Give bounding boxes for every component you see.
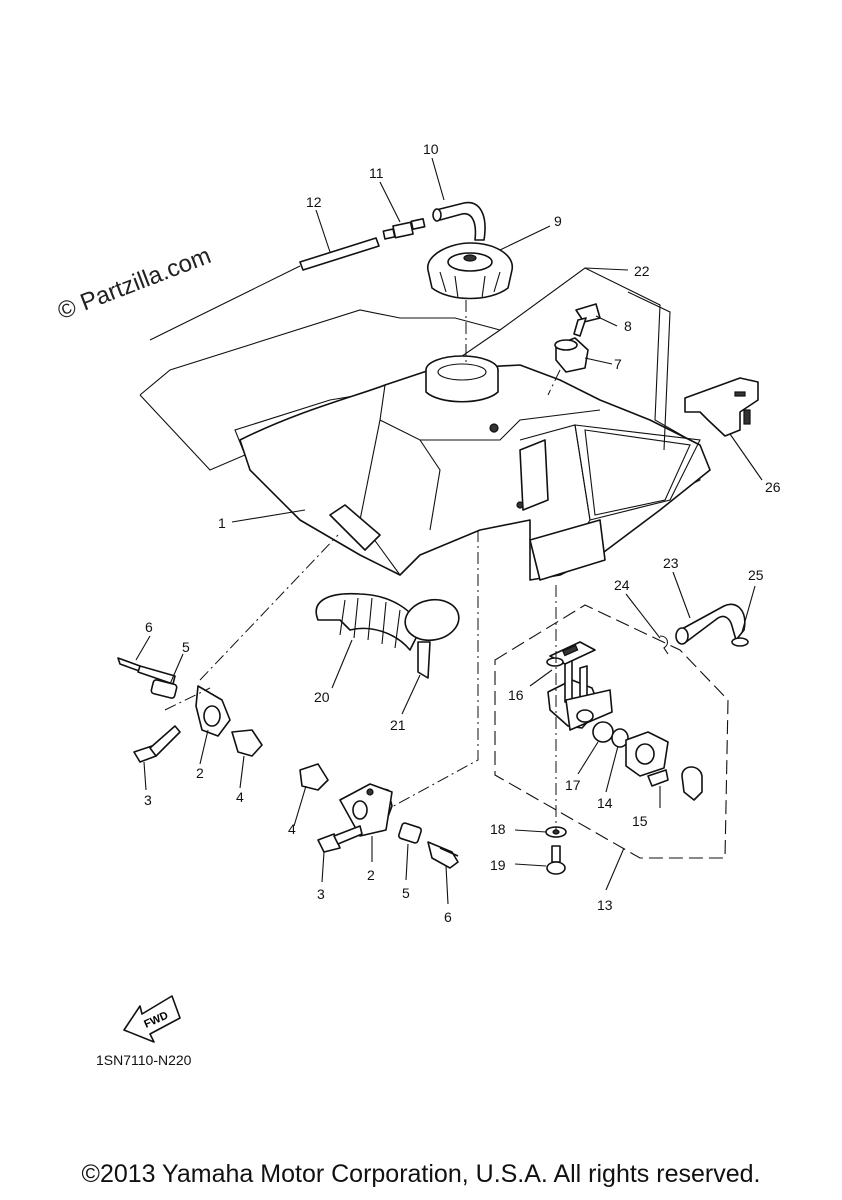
tank-band [404, 598, 460, 679]
callout-10: 10 [423, 141, 439, 157]
fwd-arrow-icon: FWD [123, 995, 181, 1043]
fuel-cock-bolt [546, 845, 566, 875]
fuel-cock-oring [592, 721, 629, 748]
callout-15: 15 [632, 813, 648, 829]
alignment-lines [164, 300, 561, 830]
callout-6a: 6 [145, 619, 153, 635]
breather-joint [382, 218, 426, 240]
right-mount-group [299, 763, 459, 869]
callout-6b: 6 [444, 909, 452, 925]
callout-22: 22 [634, 263, 650, 279]
callout-14: 14 [597, 795, 613, 811]
hose-clamp [731, 637, 749, 647]
callout-16: 16 [508, 687, 524, 703]
callout-2b: 2 [367, 867, 375, 883]
callout-19: 19 [490, 857, 506, 873]
fuel-cock-strainer [546, 641, 596, 667]
callout-17: 17 [565, 777, 581, 793]
fuel-tank [239, 355, 711, 581]
fuel-hose [675, 603, 746, 645]
callout-3b: 3 [317, 886, 325, 902]
hose-clip [659, 635, 669, 655]
fuel-cock [547, 659, 613, 731]
copyright-notice: ©2013 Yamaha Motor Corporation, U.S.A. A… [81, 1160, 761, 1188]
fuel-cock-plate [625, 731, 669, 777]
left-mount-group [117, 657, 263, 763]
tank-decal [584, 429, 691, 516]
callout-26: 26 [765, 479, 781, 495]
callout-12: 12 [306, 194, 322, 210]
callout-21: 21 [390, 717, 406, 733]
tank-bracket [684, 377, 759, 437]
callout-25: 25 [748, 567, 764, 583]
callout-numbers: 1 2 2 3 3 4 4 5 5 6 6 7 8 9 10 11 12 13 … [144, 141, 781, 925]
breather-pipe [149, 237, 380, 341]
callout-9: 9 [554, 213, 562, 229]
callout-4b: 4 [288, 821, 296, 837]
fuel-cock-assembly-boundary [494, 604, 729, 859]
callout-5b: 5 [402, 885, 410, 901]
fuel-cock-lever [681, 766, 703, 801]
tank-cushion [554, 337, 589, 373]
callout-2a: 2 [196, 765, 204, 781]
callout-24: 24 [614, 577, 630, 593]
fuel-cap [427, 242, 513, 300]
callout-11: 11 [369, 165, 384, 181]
callout-5a: 5 [182, 639, 190, 655]
callout-8: 8 [624, 318, 632, 334]
callout-23: 23 [663, 555, 679, 571]
callout-7: 7 [614, 356, 622, 372]
tank-bolt [573, 303, 601, 337]
tank-damper [315, 592, 421, 651]
leader-lines [135, 157, 763, 905]
diagram-code: 1SN7110-N220 [96, 1052, 192, 1068]
callout-3a: 3 [144, 792, 152, 808]
callout-1: 1 [218, 515, 226, 531]
callout-13: 13 [597, 897, 613, 913]
fuel-cock-screw [647, 769, 669, 787]
callout-20: 20 [314, 689, 330, 705]
callout-4a: 4 [236, 789, 244, 805]
breather-hose [432, 201, 486, 241]
callout-18: 18 [490, 821, 506, 837]
